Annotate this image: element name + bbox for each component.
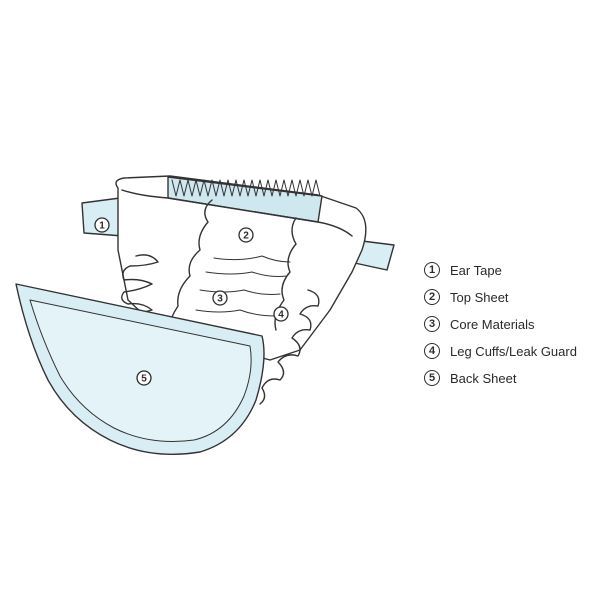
legend-label: Core Materials (450, 316, 535, 332)
legend-number: 2 (424, 289, 440, 305)
topsheet-fold-1 (213, 255, 291, 263)
legend-item-ear-tape: 1 Ear Tape (424, 260, 577, 280)
legend-number: 3 (424, 316, 440, 332)
left-cuff-line (167, 199, 213, 331)
diaper-body (115, 175, 367, 361)
svg-text:3: 3 (217, 294, 223, 305)
legend-number: 5 (424, 370, 440, 386)
topsheet-fold-4 (195, 309, 277, 317)
left-ruffles (121, 254, 159, 319)
svg-text:4: 4 (278, 310, 284, 321)
legend-label: Leg Cuffs/Leak Guard (450, 343, 577, 359)
callout-1: 1 (94, 217, 110, 233)
legend-label: Top Sheet (450, 289, 509, 305)
legend-label: Back Sheet (450, 370, 517, 386)
legend-item-core-materials: 3 Core Materials (424, 314, 577, 334)
callout-4: 4 (273, 306, 289, 322)
legend-number: 1 (424, 262, 440, 278)
legend-item-leg-cuffs: 4 Leg Cuffs/Leak Guard (424, 341, 577, 361)
callout-5: 5 (136, 370, 152, 386)
svg-text:2: 2 (243, 231, 249, 242)
callout-3: 3 (212, 290, 228, 306)
svg-text:1: 1 (99, 221, 105, 232)
waistband-edge (121, 189, 353, 237)
topsheet-fold-3 (199, 289, 281, 295)
legend-number: 4 (424, 343, 440, 359)
callout-2: 2 (238, 227, 254, 243)
legend: 1 Ear Tape 2 Top Sheet 3 Core Materials … (424, 260, 577, 388)
topsheet-fold-2 (205, 271, 287, 277)
legend-label: Ear Tape (450, 262, 502, 278)
waistband-zigzag (171, 179, 321, 197)
svg-text:5: 5 (141, 374, 147, 385)
legend-item-back-sheet: 5 Back Sheet (424, 368, 577, 388)
back-sheet-inner (29, 299, 252, 442)
right-ruffles (259, 289, 320, 405)
legend-item-top-sheet: 2 Top Sheet (424, 287, 577, 307)
